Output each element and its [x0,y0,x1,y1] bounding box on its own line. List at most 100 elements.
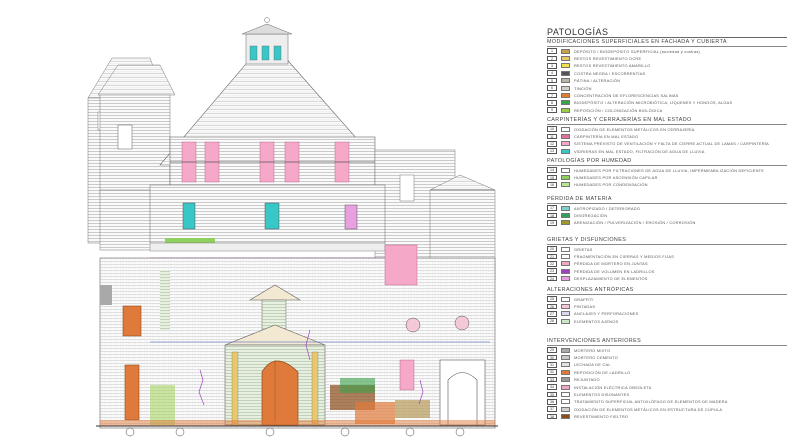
legend-color-swatch [561,261,570,267]
legend-item-number: 17 [547,205,557,211]
legend-color-swatch [561,100,570,106]
legend-title-rule [547,37,787,38]
legend-item-number: 19 [547,220,557,226]
legend-section-rule [547,244,787,245]
legend-section-heading: ALTERACIONES ANTRÓPICAS [547,287,634,293]
legend-item-label: FRAGMENTACIÓN EN CIERRAS Y MEDIOS FIJAS [574,253,675,259]
legend-item-label: VIDRIERAS EN MAL ESTADO, FILTRACIÓN DE A… [574,148,705,154]
legend-color-swatch [561,70,570,76]
legend-item: 10 OXIDACIÓN DE ELEMENTOS METÁLICOS EN CE… [547,126,695,132]
legend-item-label: OXIDACIÓN DE ELEMENTOS METÁLICOS EN CERR… [574,126,695,132]
legend-item-label: CONCENTRACIÓN DE EFLORESCENCIAS SALINAS [574,92,679,98]
legend-section-heading: GRIETAS Y DISFUNCIONES [547,237,627,243]
legend-item-label: DISGREGACIÓN [574,212,608,218]
legend-section-heading: INTERVENCIONES ANTERIORES [547,338,642,344]
legend-section-heading: CARPINTERÍAS Y CERRAJERÍAS EN MAL ESTADO [547,117,692,123]
legend-item-number: 6 [547,85,557,91]
legend-color-swatch [561,414,570,420]
legend-item-label: COSTRA NEGRA / ESCORRENTÍAS [574,70,646,76]
legend-item-label: BIODEPÓSITO / ALTERACIÓN MICROBIÓTICA, L… [574,100,733,106]
legend-item-number: 22 [547,261,557,267]
legend-item-label: GRAFFITI [574,296,594,302]
legend-item-number: 16 [547,182,557,188]
legend-color-swatch [561,303,570,309]
legend-color-swatch [561,391,570,397]
legend-section-rule [547,124,787,125]
legend-item-label: ANCLAJES Y PERFORACIONES [574,311,639,317]
legend-item-number: 12 [547,141,557,147]
legend-item-label: PINTADAS [574,303,596,309]
legend-color-swatch [561,362,570,368]
legend-color-swatch [561,78,570,84]
legend-item-label: REVESTIMIENTO FIELTRO [574,414,629,420]
legend-item-label: GRIETAS [574,246,593,252]
legend-item: 6 TINCIÓN [547,85,592,91]
legend-color-swatch [561,63,570,69]
legend-item-number: 8 [547,100,557,106]
legend-item-number: 30 [547,354,557,361]
legend-item-label: TINCIÓN [574,85,592,91]
legend-item: 22 PÉRDIDA DE MORTERO EN JUNTAS [547,261,648,267]
legend-item-number: 31 [547,362,557,368]
legend-item-number: 11 [547,133,557,140]
legend-color-swatch [561,369,570,375]
legend-section-rule [547,345,787,346]
legend-item-label: MORTERO CEMENTO [574,354,619,360]
legend-color-swatch [561,85,570,91]
legend-item-label: ELEMENTOS DISONANTES [574,391,630,397]
legend-item: 15 HUMEDADES POR ASCENSIÓN CAPILAR [547,174,658,181]
legend-color-swatch [561,253,570,259]
legend-item-label: CARPINTERÍA EN MAL ESTADO [574,133,639,139]
legend-item-number: 23 [547,268,557,274]
legend-item-label: RESTOS REVESTIMIENTO AMARILLO [574,63,651,69]
legend-color-swatch [561,347,570,353]
legend-item-number: 24 [547,275,557,282]
legend-color-swatch [561,48,570,54]
legend-item-label: INSTALACIÓN ELÉCTRICA OBSOLETA [574,384,652,390]
legend-color-swatch [561,318,570,324]
legend-item-number: 28 [547,318,557,324]
legend-section-rule [547,294,787,295]
pathology-legend: PATOLOGÍAS MODIFICACIONES SUPERFICIALES … [536,0,798,446]
legend-color-swatch [561,141,570,147]
legend-item-number: 5 [547,77,557,84]
legend-color-swatch [561,205,570,211]
legend-section-heading: PATOLOGÍAS POR HUMEDAD [547,158,632,164]
legend-item-number: 10 [547,126,557,132]
legend-color-swatch [561,212,570,218]
legend-color-swatch [561,182,570,188]
legend-item-number: 15 [547,174,557,181]
legend-item-number: 25 [547,296,557,302]
legend-item-label: HUMEDADES POR ASCENSIÓN CAPILAR [574,174,658,180]
legend-item-label: PÉRDIDA DE MORTERO EN JUNTAS [574,261,648,267]
legend-color-swatch [561,296,570,302]
legend-color-swatch [561,107,570,113]
legend-color-swatch [561,311,570,317]
legend-item: 11 CARPINTERÍA EN MAL ESTADO [547,133,639,140]
legend-item-label: TRATAMIENTO SUPERFICIAL ANTIXILÓFAGO DE … [574,399,728,405]
legend-color-swatch [561,399,570,405]
legend-item-number: 34 [547,384,557,390]
legend-item-label: REJUNTADO [574,377,600,383]
legend-item-label: ARENIZACIÓN / PULVERIZACIÓN / EROSIÓN / … [574,220,696,226]
legend-item: 8 BIODEPÓSITO / ALTERACIÓN MICROBIÓTICA, … [547,100,732,106]
